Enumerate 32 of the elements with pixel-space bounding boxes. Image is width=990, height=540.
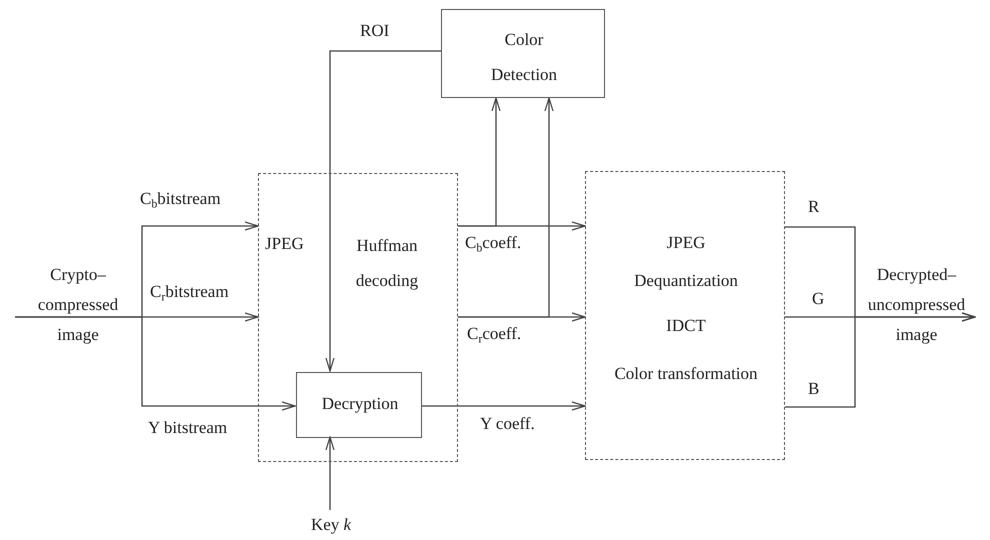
edge-label: ROI xyxy=(360,22,390,41)
stage-label: JPEG xyxy=(265,235,305,254)
arrow xyxy=(15,316,296,411)
edge-label: C$_{b}$bitstream xyxy=(140,190,221,209)
arrow xyxy=(421,401,586,411)
stage-label: JPEG xyxy=(666,234,706,253)
arrow xyxy=(785,312,976,408)
process-box xyxy=(441,9,605,98)
arrow xyxy=(325,50,441,372)
edge-label: C$_{b}$coeff. xyxy=(465,234,522,253)
edge-label: B xyxy=(808,380,820,399)
stage-label: IDCT xyxy=(665,317,707,336)
edge-label: Y coeff. xyxy=(480,415,535,434)
dashed-group-box xyxy=(258,173,458,462)
input-label: Crypto– compressed image xyxy=(23,260,133,350)
arrow xyxy=(458,97,554,318)
dashed-group-box xyxy=(585,171,785,460)
arrow xyxy=(458,97,501,227)
stage-label: Huffman decoding xyxy=(354,235,420,292)
edge-label: C$_{r}$bitstream xyxy=(150,283,229,302)
edge-label: R xyxy=(808,198,820,217)
process-label: Decryption xyxy=(320,395,400,414)
edge-label: Y bitstream xyxy=(148,419,228,438)
key-label: Key k xyxy=(296,510,366,540)
stage-label: Dequantization xyxy=(633,272,739,291)
edge-label: G xyxy=(812,290,824,309)
output-label: Decrypted– uncompressed image xyxy=(862,260,972,350)
stage-label: Color transformation xyxy=(613,365,759,384)
edge-label: C$_{r}$coeff. xyxy=(467,325,522,344)
arrow xyxy=(325,436,335,510)
detection-label: Color Detection xyxy=(490,29,558,86)
process-box xyxy=(296,372,422,438)
